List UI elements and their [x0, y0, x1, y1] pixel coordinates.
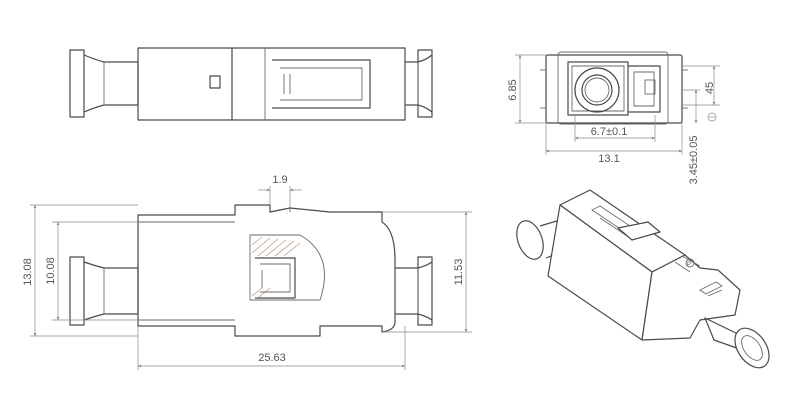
section-hatch — [251, 236, 301, 299]
dim-end-right-height: 45 — [704, 82, 716, 94]
dim-end-height: 6.85 — [507, 79, 519, 100]
dim-end-offset: 3.45±0.05 — [688, 136, 700, 185]
dim-body-height: 11.53 — [453, 259, 465, 286]
dim-inner-height: 10.08 — [45, 257, 57, 285]
dim-shoulder-width: 1.9 — [272, 174, 287, 186]
isometric-view: P — [516, 189, 770, 369]
side-view — [69, 47, 433, 121]
dim-end-inner-width: 6.7±0.1 — [591, 126, 628, 138]
dim-total-height: 13.08 — [22, 258, 34, 286]
dim-end-total-width: 13.1 — [598, 153, 619, 165]
end-view: 6.85 45 3.45±0.05 6.7±0.1 13.1 — [507, 51, 720, 185]
svg-text:P: P — [687, 262, 691, 268]
section-view: 1.9 13.08 10.08 11.53 25.63 — [22, 174, 472, 370]
dim-total-length: 25.63 — [258, 352, 286, 364]
